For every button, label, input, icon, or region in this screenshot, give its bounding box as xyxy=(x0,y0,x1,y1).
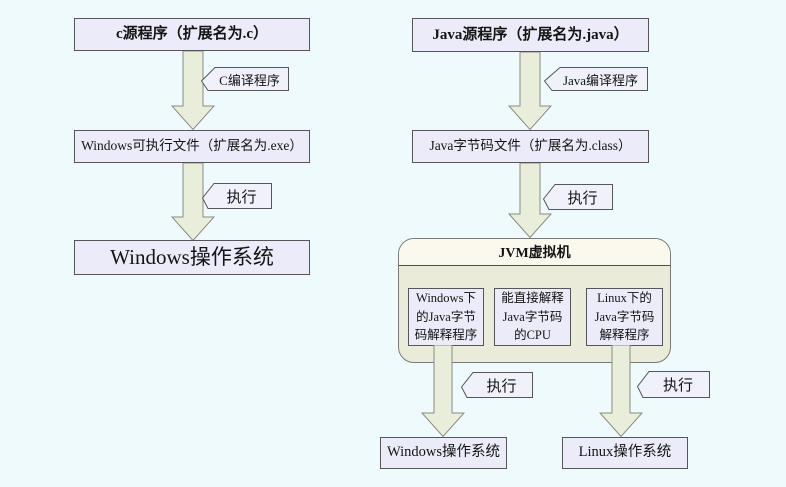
cpu-interpreter-line2: Java字节码 xyxy=(502,309,563,324)
linux-os-label: Linux操作系统 xyxy=(578,444,672,461)
windows-interpreter-line3: 码解释程序 xyxy=(414,328,478,343)
c-source-box: c源程序（扩展名为.c） xyxy=(74,18,310,51)
jvm-windows-run-tag-label: 执行 xyxy=(486,378,517,395)
jvm-title: JVM虚拟机 xyxy=(498,246,571,261)
java-source-label: Java源程序（扩展名为.java） xyxy=(432,26,629,43)
jvm-windows-run-arrow xyxy=(421,345,465,437)
linux-interpreter-box: Linux下的 Java字节码 解释程序 xyxy=(586,288,663,346)
linux-interpreter-line2: Java字节码 xyxy=(594,309,655,324)
cpu-interpreter-box: 能直接解释 Java字节码 的CPU xyxy=(494,288,571,346)
jvm-header: JVM虚拟机 xyxy=(399,239,670,266)
c-run-arrow xyxy=(171,163,215,241)
windows-exe-box: Windows可执行文件（扩展名为.exe） xyxy=(74,130,310,163)
windows-os-box-right: Windows操作系统 xyxy=(380,437,507,469)
c-source-label: c源程序（扩展名为.c） xyxy=(115,26,269,43)
java-run-arrow xyxy=(508,163,552,238)
c-compiler-tag-label: C编译程序 xyxy=(219,72,280,88)
linux-os-box: Linux操作系统 xyxy=(562,437,688,469)
java-compile-arrow xyxy=(508,52,552,130)
linux-interpreter-line1: Linux下的 xyxy=(597,290,652,305)
windows-os-box-left: Windows操作系统 xyxy=(74,240,310,275)
java-run-tag-label: 执行 xyxy=(567,190,598,207)
jvm-windows-run-tag: 执行 xyxy=(461,372,533,398)
windows-os-label-left: Windows操作系统 xyxy=(110,244,274,269)
windows-interpreter-line1: Windows下 xyxy=(416,290,476,305)
jvm-linux-run-tag: 执行 xyxy=(637,371,710,398)
c-run-tag: 执行 xyxy=(202,183,272,209)
java-run-tag: 执行 xyxy=(543,184,613,210)
linux-interpreter-line3: 解释程序 xyxy=(599,328,650,343)
windows-interpreter-box: Windows下 的Java字节 码解释程序 xyxy=(408,288,484,346)
windows-os-label-right: Windows操作系统 xyxy=(387,444,500,461)
cpu-interpreter-line1: 能直接解释 xyxy=(501,290,564,305)
java-bytecode-label: Java字节码文件（扩展名为.class） xyxy=(429,138,632,154)
jvm-linux-run-arrow xyxy=(599,345,643,437)
cpu-interpreter-line3: 的CPU xyxy=(514,328,551,343)
c-compile-arrow xyxy=(171,51,215,130)
java-compiler-tag: Java编译程序 xyxy=(544,67,648,91)
jvm-linux-run-tag-label: 执行 xyxy=(662,378,693,394)
java-source-box: Java源程序（扩展名为.java） xyxy=(412,18,649,52)
java-compiler-tag-label: Java编译程序 xyxy=(562,72,639,88)
c-run-tag-label: 执行 xyxy=(226,189,257,206)
java-bytecode-box: Java字节码文件（扩展名为.class） xyxy=(412,130,649,163)
c-compiler-tag: C编译程序 xyxy=(201,67,289,91)
jvm-container: JVM虚拟机 Windows下 的Java字节 码解释程序 能直接解释 Java… xyxy=(398,238,671,363)
windows-exe-label: Windows可执行文件（扩展名为.exe） xyxy=(81,138,303,154)
windows-interpreter-line2: 的Java字节 xyxy=(416,309,476,324)
